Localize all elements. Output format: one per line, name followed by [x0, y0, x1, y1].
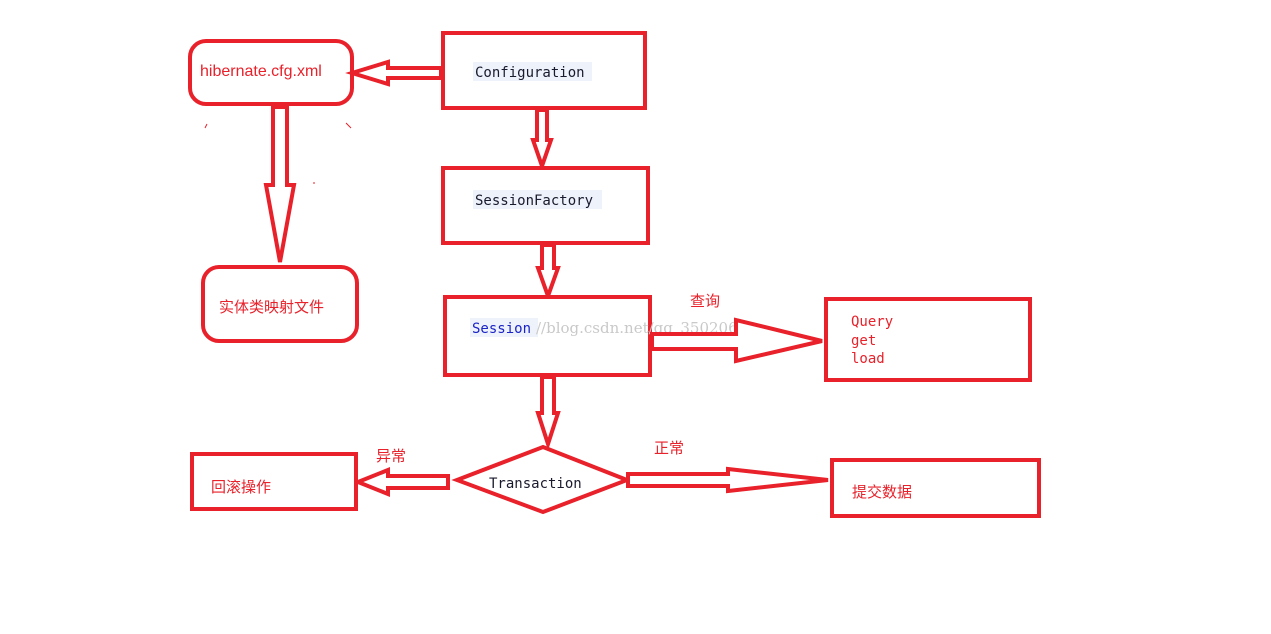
- query-line-2: get: [851, 333, 876, 349]
- commit-label: 提交数据: [852, 483, 912, 501]
- arrow-config-to-factory: [530, 108, 554, 173]
- mapping-file-box: [201, 265, 359, 343]
- configuration-label: Configuration: [475, 65, 585, 81]
- transaction-label: Transaction: [489, 476, 582, 492]
- normal-edge-label: 正常: [654, 439, 684, 457]
- arrow-factory-to-session: [535, 243, 561, 302]
- arrow-session-to-query: [650, 317, 823, 364]
- arrow-config-to-cfg: [345, 59, 443, 87]
- query-line-3: load: [851, 351, 885, 367]
- session-factory-highlight: [473, 190, 602, 209]
- arrow-cfg-to-mapping: [263, 105, 297, 263]
- arrow-transaction-to-commit: [626, 466, 829, 494]
- query-box: [824, 297, 1032, 382]
- session-label: Session: [472, 321, 531, 337]
- exception-edge-label: 异常: [376, 447, 406, 465]
- session-factory-label: SessionFactory: [475, 193, 593, 209]
- rollback-label: 回滚操作: [211, 478, 271, 496]
- session-highlight: [470, 318, 538, 337]
- rollback-box: [190, 452, 358, 511]
- configuration-highlight: [473, 62, 592, 81]
- transaction-diamond: [451, 444, 633, 515]
- arrow-transaction-to-rollback: [352, 467, 450, 497]
- cfg-file-label: hibernate.cfg.xml: [200, 63, 322, 80]
- commit-box: [830, 458, 1041, 518]
- cfg-artifact: [204, 122, 352, 129]
- mapping-file-label: 实体类映射文件: [219, 298, 324, 316]
- query-edge-label: 查询: [690, 292, 720, 310]
- arrow-session-to-transaction: [535, 375, 561, 451]
- query-line-1: Query: [851, 314, 893, 330]
